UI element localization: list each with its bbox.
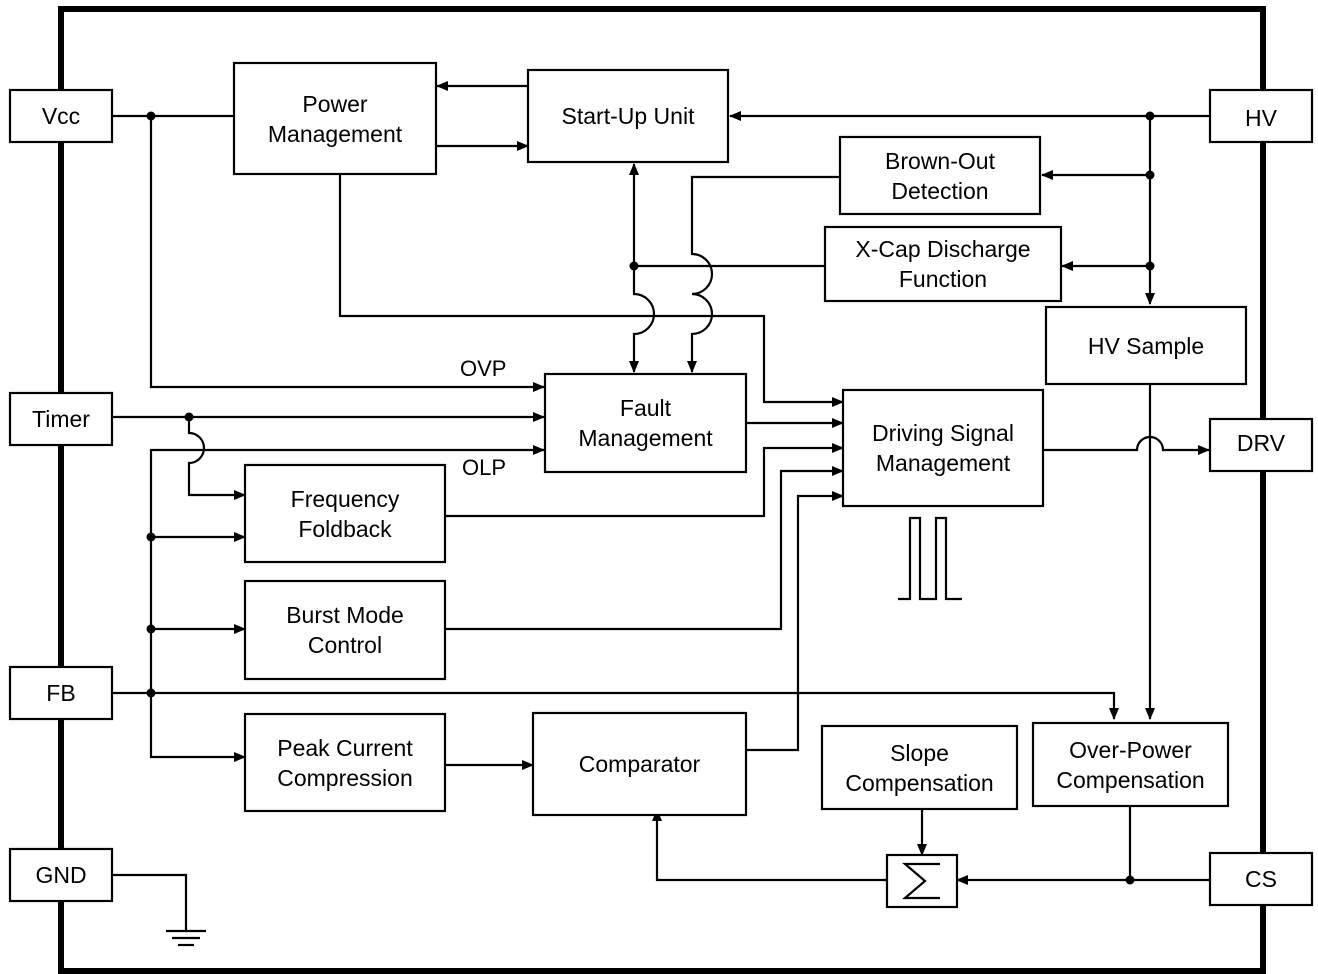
wires (112, 81, 1210, 947)
pin-boxes (8, 88, 1314, 907)
signal-olp-label: OLP (462, 455, 507, 480)
chip-boundary (58, 6, 1266, 974)
signal-ovp-label: OVP (460, 356, 507, 381)
function-blocks (232, 61, 1248, 909)
junctions (146, 111, 1155, 885)
